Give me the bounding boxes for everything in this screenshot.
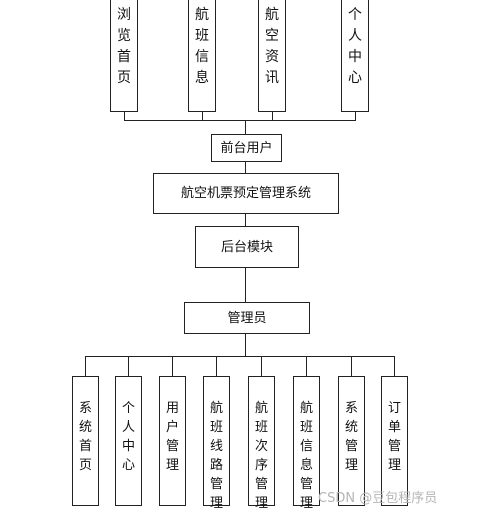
watermark-text: CSDN @豆包程序员 — [318, 491, 438, 506]
admin-module-system-management: 系统管理 — [338, 376, 365, 506]
admin-label: 管理员 — [227, 310, 267, 326]
backend-module-label: 后台模块 — [220, 239, 273, 255]
module-aviation-news: 航空资讯 — [258, 0, 286, 112]
admin-module-order-management: 订单管理 — [381, 376, 408, 506]
module-label: 用户管理 — [165, 401, 179, 473]
module-label: 航班信息管理 — [299, 401, 313, 511]
backend-module-node: 后台模块 — [195, 226, 299, 268]
admin-module-system-home: 系统首页 — [72, 376, 99, 506]
module-label: 个人中心 — [347, 7, 362, 86]
module-label: 航空资讯 — [264, 7, 279, 86]
module-personal-center: 个人中心 — [341, 0, 369, 112]
admin-module-user-management: 用户管理 — [159, 376, 186, 506]
module-label: 订单管理 — [387, 401, 401, 473]
frontend-user-label: 前台用户 — [220, 140, 273, 156]
module-label: 个人中心 — [121, 401, 135, 473]
module-label: 航班信息 — [194, 7, 209, 86]
module-flight-info: 航班信息 — [188, 0, 216, 112]
module-label: 航班次序管理 — [254, 401, 268, 511]
frontend-user-node: 前台用户 — [211, 134, 282, 162]
system-title-node: 航空机票预定管理系统 — [153, 173, 339, 214]
module-label: 航班线路管理 — [209, 401, 223, 511]
module-label: 系统首页 — [78, 401, 92, 473]
module-browse-home: 浏览首页 — [110, 0, 138, 112]
admin-module-route-management: 航班线路管理 — [203, 376, 230, 511]
module-label: 系统管理 — [344, 401, 358, 473]
admin-module-flight-info-management: 航班信息管理 — [293, 376, 320, 511]
module-label: 浏览首页 — [116, 7, 131, 86]
system-title-label: 航空机票预定管理系统 — [180, 186, 311, 201]
admin-module-personal-center: 个人中心 — [115, 376, 142, 506]
admin-module-schedule-management: 航班次序管理 — [248, 376, 275, 511]
admin-node: 管理员 — [184, 302, 310, 334]
